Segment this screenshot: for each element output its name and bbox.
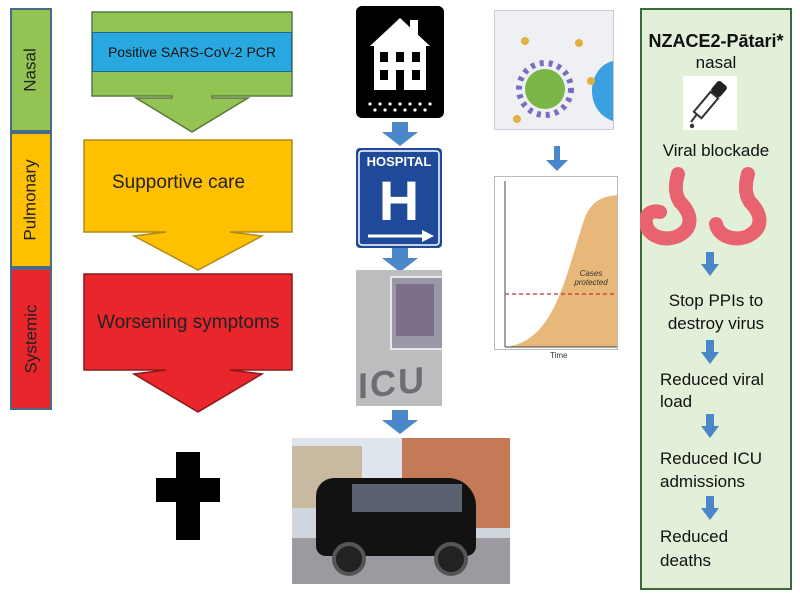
- stage-pulmonary: Pulmonary: [10, 132, 52, 268]
- stage-systemic: Systemic: [10, 268, 52, 410]
- hospital-sign: HOSPITAL H: [356, 148, 442, 248]
- virus-icon: [513, 37, 613, 123]
- arrow-down-4: [546, 146, 568, 171]
- hospital-text: HOSPITAL: [367, 154, 432, 169]
- pcr-label: Positive SARS-CoV-2 PCR: [107, 44, 277, 60]
- supportive-care-label: Supportive care: [112, 172, 246, 193]
- arrow-down-1: [382, 122, 418, 146]
- stage-nasal: Nasal: [10, 8, 52, 132]
- arrow-down-3: [382, 410, 418, 434]
- stomach-icon: [640, 167, 767, 246]
- panel-arrow-1: [701, 252, 719, 276]
- curve-label-2: protected: [573, 278, 608, 287]
- arrow-down-2: [382, 248, 418, 272]
- curve-chart: Cases protected: [494, 176, 618, 350]
- stage-systemic-label: Systemic: [21, 304, 40, 374]
- dropper-icon: [689, 81, 727, 129]
- cross-icon: [156, 452, 220, 540]
- house-icon: [356, 6, 444, 118]
- step-reduced-deaths-1: Reduced: [660, 527, 729, 546]
- virus-cell-image: [494, 10, 614, 130]
- panel-subtitle: nasal: [695, 53, 737, 72]
- curve-label-1: Cases: [580, 269, 603, 278]
- step-reduced-icu-2: admissions: [660, 472, 746, 491]
- icu-label: ICU: [358, 358, 426, 406]
- step-reduced-load-1: Reduced viral: [660, 370, 764, 389]
- hearse-photo: [292, 438, 510, 584]
- dropper-box: [683, 76, 737, 130]
- panel-arrow-3: [701, 414, 719, 438]
- step-reduced-load-2: load: [660, 392, 693, 411]
- hospital-h: H: [379, 169, 419, 232]
- step-stop-ppis-2: destroy virus: [667, 314, 765, 333]
- panel-arrow-4: [701, 496, 719, 520]
- step-reduced-icu-1: Reduced ICU: [660, 449, 763, 468]
- step-viral-blockade: Viral blockade: [662, 141, 770, 160]
- panel-arrow-2: [701, 340, 719, 364]
- stage-pulmonary-label: Pulmonary: [21, 159, 41, 241]
- nasal-arrow: [91, 11, 293, 133]
- worsening-symptoms-label: Worsening symptoms: [97, 312, 280, 333]
- pulmonary-arrow: [83, 139, 293, 271]
- curve-xlabel: Time: [550, 351, 568, 360]
- systemic-arrow: [83, 273, 293, 413]
- pcr-box: Positive SARS-CoV-2 PCR: [92, 32, 292, 72]
- step-stop-ppis-1: Stop PPIs to: [668, 291, 764, 310]
- stage-nasal-label: Nasal: [21, 48, 40, 92]
- step-reduced-deaths-2: deaths: [660, 551, 712, 570]
- icu-photo: ICU: [356, 270, 442, 406]
- panel-title: NZACE2-Pātari*: [648, 31, 784, 51]
